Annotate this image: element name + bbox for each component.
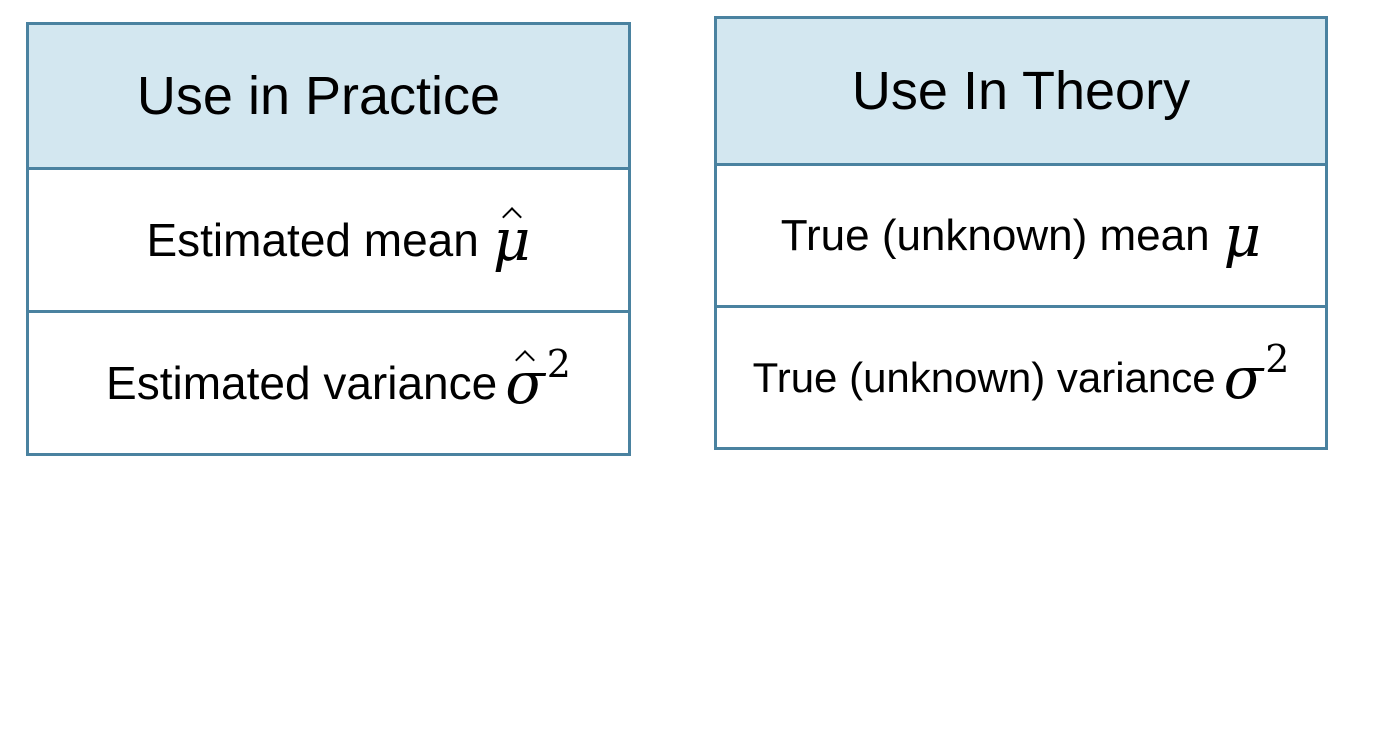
mu-symbol: μ bbox=[1223, 201, 1262, 270]
theory-variance-row: True (unknown) variance σ2 bbox=[717, 305, 1325, 447]
hat-accent: μ bbox=[492, 206, 531, 274]
theory-table-header: Use In Theory bbox=[717, 19, 1325, 163]
practice-variance-row: Estimated variance σ2 bbox=[29, 310, 628, 453]
practice-variance-label: Estimated variance bbox=[106, 357, 498, 409]
theory-mean-label: True (unknown) mean bbox=[780, 210, 1210, 260]
sigma-hat-squared-symbol: σ2 bbox=[505, 342, 571, 417]
hat-accent: σ bbox=[505, 349, 545, 417]
theory-header-text: Use In Theory bbox=[851, 61, 1191, 121]
theory-table: Use In Theory True (unknown) mean μ True… bbox=[714, 16, 1328, 450]
practice-mean-label: Estimated mean bbox=[146, 214, 479, 266]
theory-mean-row: True (unknown) mean μ bbox=[717, 163, 1325, 305]
exponent: 2 bbox=[546, 342, 571, 386]
sigma-letter: σ bbox=[1223, 343, 1264, 412]
exponent: 2 bbox=[1265, 336, 1290, 381]
theory-variance-label: True (unknown) variance bbox=[752, 353, 1216, 401]
practice-mean-row: Estimated mean μ bbox=[29, 167, 628, 310]
practice-table: Use in Practice Estimated mean μ Estimat… bbox=[26, 22, 631, 456]
sigma-squared-symbol: σ2 bbox=[1223, 337, 1290, 412]
practice-header-text: Use in Practice bbox=[136, 66, 501, 126]
practice-table-header: Use in Practice bbox=[29, 25, 628, 167]
mu-hat-symbol: μ bbox=[493, 206, 531, 274]
